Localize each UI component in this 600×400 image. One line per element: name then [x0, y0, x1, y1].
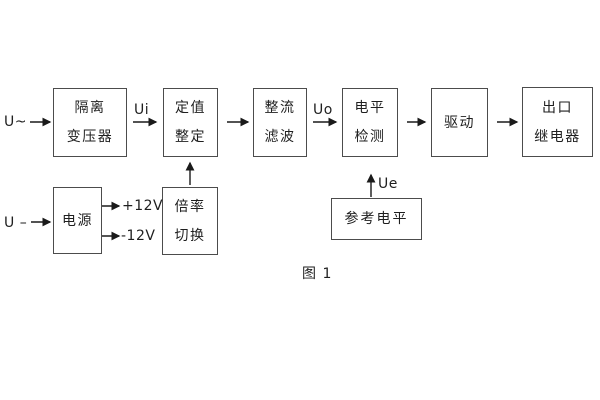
signal-label-ui: Ui	[134, 102, 150, 118]
box-label: 隔离	[74, 100, 106, 116]
box-level-detector: 电平 检测	[342, 88, 398, 157]
signal-label-ue: Ue	[378, 176, 398, 192]
signal-label-plus-12v: +12V	[122, 198, 164, 214]
box-label: 检测	[354, 129, 386, 145]
box-power-supply: 电源	[53, 187, 102, 254]
box-label: 整流	[264, 100, 296, 116]
box-label: 定值	[175, 100, 206, 116]
box-label: 电平	[354, 100, 386, 116]
box-isolation-transformer: 隔离 变压器	[53, 88, 127, 157]
signal-label-dc-input: U –	[4, 215, 28, 231]
box-label: 变压器	[66, 129, 114, 145]
box-label: 继电器	[534, 128, 581, 145]
figure-caption: 图 1	[302, 266, 333, 282]
signal-label-uo: Uo	[313, 102, 333, 118]
box-reference-level: 参考电平	[331, 198, 422, 240]
box-setpoint-adjust: 定值 整定	[163, 88, 218, 157]
box-label: 滤波	[264, 129, 296, 145]
box-ratio-switch: 倍率 切换	[162, 187, 218, 255]
signal-label-minus-12v: -12V	[121, 228, 156, 244]
box-label: 电源	[62, 212, 93, 229]
box-output-relay: 出口 继电器	[522, 87, 593, 157]
signal-label-ac-input: U~	[4, 114, 27, 130]
box-label: 切换	[174, 227, 206, 244]
box-label: 倍率	[174, 198, 206, 215]
box-driver: 驱动	[431, 88, 488, 157]
box-label: 参考电平	[344, 211, 409, 227]
box-label: 整定	[175, 129, 206, 145]
box-label: 驱动	[444, 114, 475, 131]
box-rectifier-filter: 整流 滤波	[253, 88, 307, 157]
box-label: 出口	[542, 99, 573, 116]
